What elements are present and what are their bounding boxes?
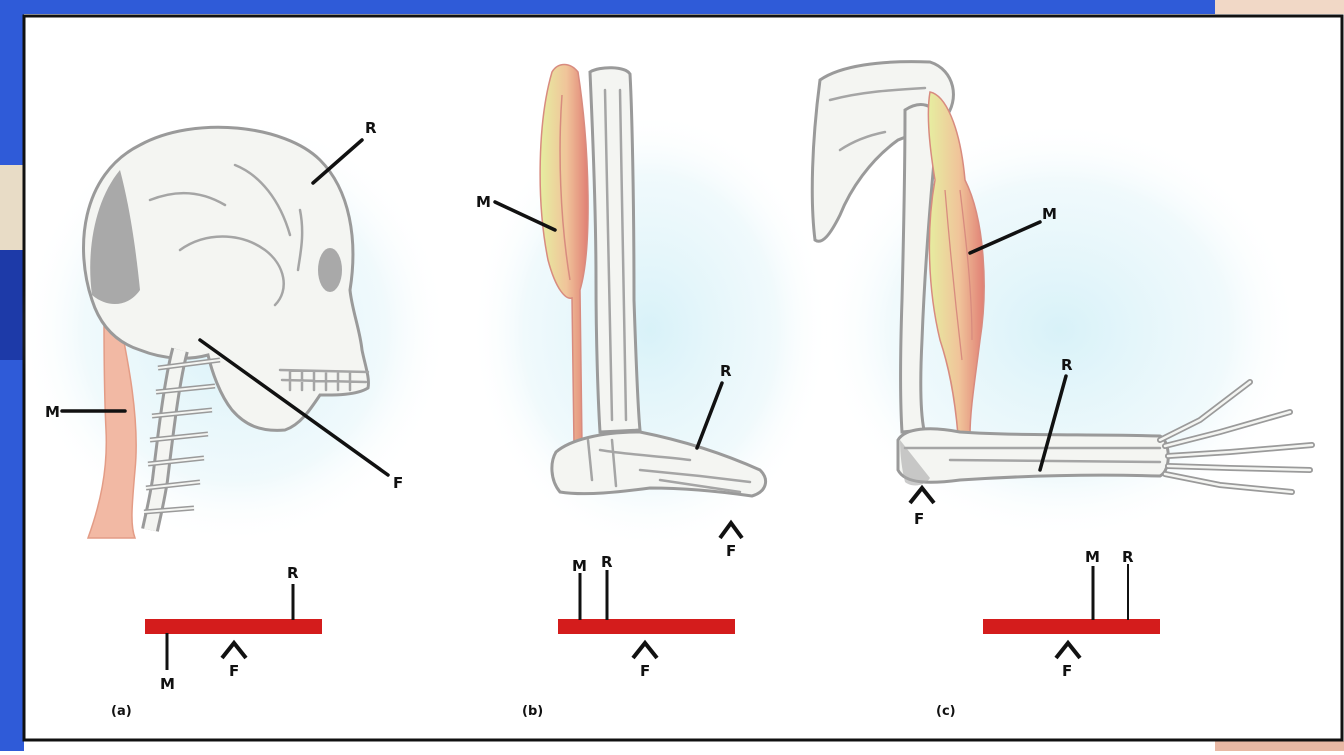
label-m-c: M <box>1042 205 1057 223</box>
label-f-c: F <box>914 510 924 528</box>
label-m-a: M <box>45 403 60 421</box>
lever-label-m-b: M <box>572 557 587 575</box>
lever-label-f-b: F <box>640 662 650 680</box>
lever-label-f-c: F <box>1062 662 1072 680</box>
lever-label-m-c: M <box>1085 548 1100 566</box>
lever-label-r-c: R <box>1122 548 1134 566</box>
forearm-bones <box>898 429 1168 483</box>
label-f-a: F <box>393 474 403 492</box>
eye-socket <box>318 248 342 292</box>
label-r-b: R <box>720 362 732 380</box>
lever-bar-a <box>145 619 322 634</box>
leg-bones <box>590 68 640 432</box>
caption-c: (c) <box>936 704 956 719</box>
label-r-a: R <box>365 119 377 137</box>
lever-label-r-a: R <box>287 564 299 582</box>
label-f-b: F <box>726 542 736 560</box>
caption-a: (a) <box>111 704 132 719</box>
lever-bar-c <box>983 619 1160 634</box>
lever-label-m-a: M <box>160 675 175 693</box>
label-r-c: R <box>1061 356 1073 374</box>
lever-label-f-a: F <box>229 662 239 680</box>
label-m-b: M <box>476 193 491 211</box>
lever-label-r-b: R <box>601 553 613 571</box>
lever-bar-b <box>558 619 735 634</box>
caption-b: (b) <box>522 704 543 719</box>
